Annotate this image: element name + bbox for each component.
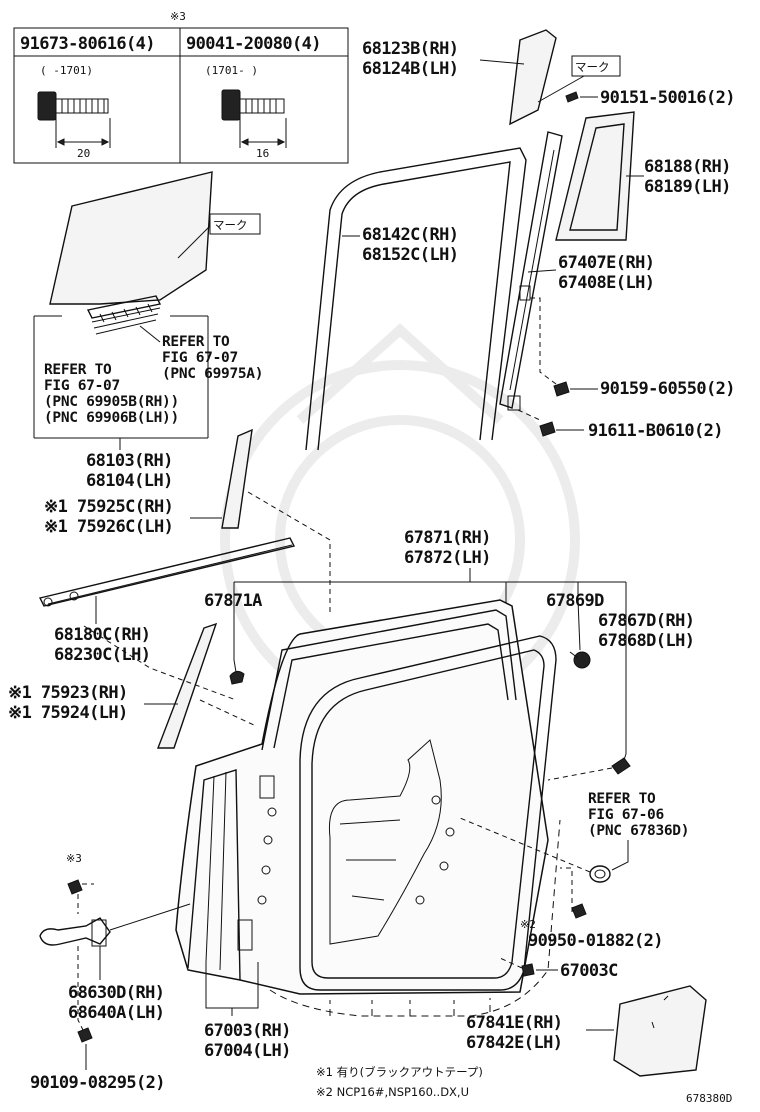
label-67004: 67004(LH) [204, 1041, 291, 1061]
bolt-range-2: (1701- ) [205, 64, 258, 77]
label-67003C: 67003C [560, 961, 618, 981]
label-68640: 68640A(LH) [68, 1003, 164, 1023]
clip-67869D [569, 599, 591, 669]
refer-67836-line2: FIG 67-06 [588, 807, 664, 823]
table-note-mark: ※3 [170, 10, 186, 23]
refer-69905-line3: (PNC 69905B(RH)) [44, 394, 179, 410]
note2-mark: ※2 [520, 918, 536, 931]
label-68630: 68630D(RH) [68, 983, 164, 1003]
belt-moulding [38, 537, 296, 624]
label-67867: 67867D(RH) [598, 611, 694, 631]
division-bar [499, 131, 563, 421]
refer-69905-line1: REFER TO [44, 362, 112, 378]
door-check [39, 879, 191, 1043]
label-67872: 67872(LH) [404, 548, 491, 568]
label-75924: ※1 75924(LH) [8, 703, 128, 723]
label-67869D: 67869D [546, 591, 604, 611]
mark-label-glass: マーク [213, 218, 248, 232]
label-90109: 90109-08295(2) [30, 1073, 165, 1093]
label-68152: 68152C(LH) [362, 245, 458, 265]
bolt-part-number-1: 91673-80616(4) [20, 34, 155, 54]
rear-door-panel [175, 599, 561, 1017]
label-67003: 67003(RH) [204, 1021, 291, 1041]
refer-69905-line4: (PNC 69906B(LH)) [44, 410, 179, 426]
label-68189: 68189(LH) [644, 177, 731, 197]
label-67868: 67868D(LH) [598, 631, 694, 651]
note3-mark: ※3 [66, 852, 82, 865]
mark-label-garnish: マーク [575, 60, 610, 74]
label-67407: 67407E(RH) [558, 253, 654, 273]
blackout-tape-lower [156, 622, 218, 749]
label-75926: ※1 75926C(LH) [44, 517, 173, 537]
label-91611: 91611-B0610(2) [588, 421, 723, 441]
quarter-garnish: マーク [479, 29, 621, 126]
glass-run-channel [305, 147, 527, 451]
label-68142: 68142C(RH) [362, 225, 458, 245]
door-glass: マーク [33, 171, 261, 439]
refer-69975-line3: (PNC 69975A) [162, 366, 263, 382]
label-67871: 67871(RH) [404, 528, 491, 548]
label-75925: ※1 75925C(RH) [44, 497, 173, 517]
label-67871A: 67871A [204, 591, 262, 611]
screw-icon [539, 421, 556, 437]
quarter-window [555, 111, 644, 241]
screw-icon [571, 903, 587, 919]
label-68188: 68188(RH) [644, 157, 731, 177]
refer-67836-line3: (PNC 67836D) [588, 823, 689, 839]
label-90159: 90159-60550(2) [600, 379, 735, 399]
footnote-1: ※1 有り(ブラックアウトテープ) [316, 1065, 483, 1079]
refer-69975-line1: REFER TO [162, 334, 230, 350]
label-67842: 67842E(LH) [466, 1033, 562, 1053]
bolt-icon: 16 [221, 89, 287, 160]
label-90950: 90950-01882(2) [528, 931, 663, 951]
bolt-part-number-2: 90041-20080(4) [186, 34, 321, 54]
label-68230: 68230C(LH) [54, 645, 150, 665]
bolt-icon: 20 [37, 91, 111, 160]
refer-69975-line2: FIG 67-07 [162, 350, 238, 366]
grommet-67836 [459, 817, 629, 883]
refer-69905-line2: FIG 67-07 [44, 378, 120, 394]
label-68180: 68180C(RH) [54, 625, 150, 645]
label-67841: 67841E(RH) [466, 1013, 562, 1033]
blackout-tape-upper [221, 428, 253, 529]
plug-icon [521, 963, 535, 977]
label-68104: 68104(LH) [86, 471, 173, 491]
label-68123: 68123B(RH) [362, 39, 458, 59]
label-68124: 68124B(LH) [362, 59, 458, 79]
bolt-dim-1: 20 [77, 147, 90, 160]
clip-67871A [229, 659, 245, 685]
clip-67867D [547, 753, 631, 781]
screw-icon [553, 381, 570, 397]
bolt-dim-2: 16 [256, 147, 269, 160]
footnote-2: ※2 NCP16#,NSP160..DX,U [316, 1085, 469, 1099]
label-68103: 68103(RH) [86, 451, 173, 471]
diagram-code: 678380D [686, 1092, 732, 1105]
label-75923: ※1 75923(RH) [8, 683, 128, 703]
fastener-table: ※3 91673-80616(4) 90041-20080(4) ( -1701… [13, 10, 349, 164]
service-hole-cover [586, 985, 707, 1077]
label-67408: 67408E(LH) [558, 273, 654, 293]
bolt-range-1: ( -1701) [40, 64, 93, 77]
refer-67836-line1: REFER TO [588, 791, 656, 807]
label-90151: 90151-50016(2) [600, 88, 735, 108]
